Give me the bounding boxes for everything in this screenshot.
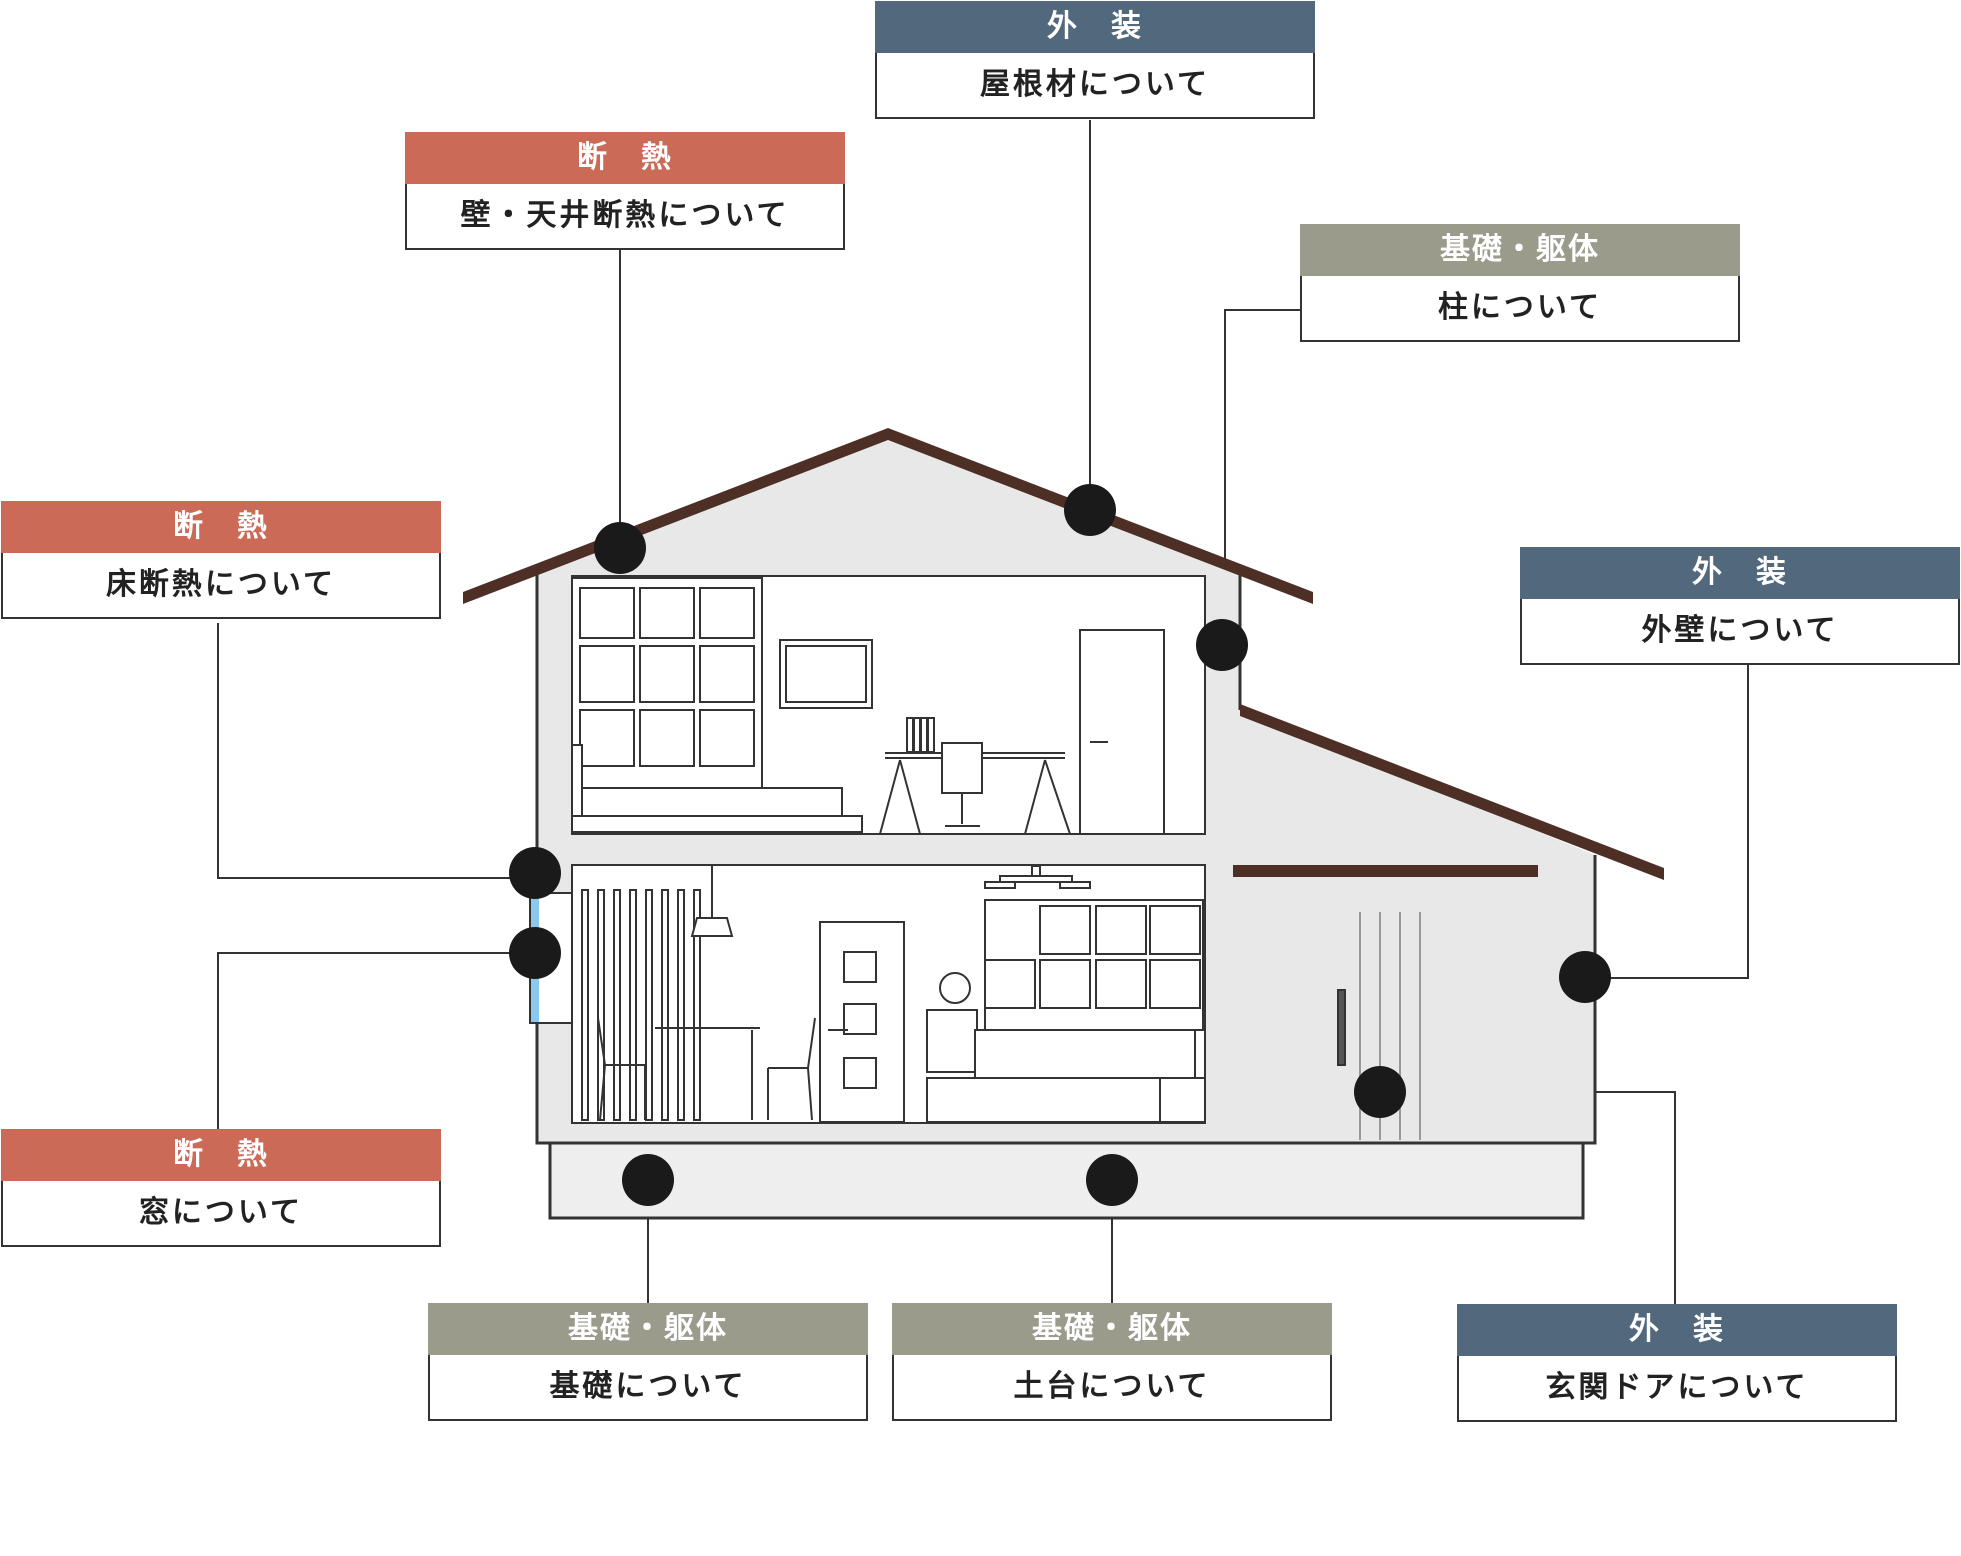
leader-lines xyxy=(217,120,1749,1305)
leader-floor-insulation xyxy=(217,623,535,879)
table-lamp xyxy=(939,972,971,1004)
markers xyxy=(509,484,1611,1206)
side-cabinet xyxy=(926,1009,978,1073)
marker-roof-material[interactable] xyxy=(1064,484,1116,536)
vertical-louvers xyxy=(581,889,701,1121)
label-title-window: 窓について xyxy=(1,1181,441,1247)
sofa-seat xyxy=(926,1077,1206,1123)
leader-window xyxy=(217,952,535,1130)
lower-room xyxy=(529,864,1206,1124)
desk-leg-right xyxy=(1024,759,1046,835)
label-pillar[interactable]: 基礎・躯体 柱について xyxy=(1300,224,1740,342)
bed xyxy=(579,787,843,817)
upper-room xyxy=(571,575,1206,835)
dining-chair-left xyxy=(597,1017,646,1121)
category-foundation: 基礎・躯体 xyxy=(1300,224,1740,276)
marker-entrance-door[interactable] xyxy=(1354,1066,1406,1118)
category-insulation: 断 熱 xyxy=(1,501,441,553)
category-insulation: 断 熱 xyxy=(1,1129,441,1181)
label-wall-ceiling-insulation[interactable]: 断 熱 壁・天井断熱について xyxy=(405,132,845,250)
label-title-exterior-wall: 外壁について xyxy=(1520,599,1960,665)
bed-headboard xyxy=(571,744,583,817)
marker-floor-insulation[interactable] xyxy=(509,847,561,899)
category-exterior: 外 装 xyxy=(1520,547,1960,599)
label-roof-material[interactable]: 外 装 屋根材について xyxy=(875,1,1315,119)
category-foundation: 基礎・躯体 xyxy=(428,1303,868,1355)
label-foundation[interactable]: 基礎・躯体 基礎について xyxy=(428,1303,868,1421)
label-exterior-wall[interactable]: 外 装 外壁について xyxy=(1520,547,1960,665)
label-title-floor-insulation: 床断熱について xyxy=(1,553,441,619)
entrance-door-handle xyxy=(1337,989,1346,1066)
desk-leg-left xyxy=(879,759,901,835)
bed-base xyxy=(571,815,863,833)
category-foundation: 基礎・躯体 xyxy=(892,1303,1332,1355)
upper-shelf-cells xyxy=(579,587,755,767)
marker-pillar[interactable] xyxy=(1196,619,1248,671)
sofa-back xyxy=(974,1029,1196,1079)
upper-door xyxy=(1079,629,1165,835)
label-title-entrance-door: 玄関ドアについて xyxy=(1457,1356,1897,1422)
label-title-pillar: 柱について xyxy=(1300,276,1740,342)
category-exterior: 外 装 xyxy=(1457,1304,1897,1356)
label-sill[interactable]: 基礎・躯体 土台について xyxy=(892,1303,1332,1421)
label-title-foundation: 基礎について xyxy=(428,1355,868,1421)
living-shelf-cells xyxy=(984,905,1201,1009)
marker-sill[interactable] xyxy=(1086,1154,1138,1206)
label-floor-insulation[interactable]: 断 熱 床断熱について xyxy=(1,501,441,619)
label-title-sill: 土台について xyxy=(892,1355,1332,1421)
marker-foundation[interactable] xyxy=(622,1154,674,1206)
lean-to-roof xyxy=(1240,704,1664,880)
desk-chair-back xyxy=(941,742,983,794)
eave-beam xyxy=(1233,865,1538,877)
foundation-block xyxy=(548,1141,1585,1220)
marker-window[interactable] xyxy=(509,927,561,979)
category-insulation: 断 熱 xyxy=(405,132,845,184)
marker-wall-ceiling[interactable] xyxy=(594,522,646,574)
leader-pillar xyxy=(1224,309,1300,645)
label-window[interactable]: 断 熱 窓について xyxy=(1,1129,441,1247)
label-title-wall-ceiling: 壁・天井断熱について xyxy=(405,184,845,250)
label-entrance-door[interactable]: 外 装 玄関ドアについて xyxy=(1457,1304,1897,1422)
marker-exterior-wall[interactable] xyxy=(1559,951,1611,1003)
wall-frame-picture-inner xyxy=(785,645,867,703)
label-title-roof-material: 屋根材について xyxy=(875,53,1315,119)
ceiling-light xyxy=(984,865,1091,889)
pendant-lamp xyxy=(690,917,734,937)
category-exterior: 外 装 xyxy=(875,1,1315,53)
books xyxy=(906,717,935,753)
dining-chair-right xyxy=(767,1017,816,1121)
leader-exterior-wall xyxy=(1588,665,1749,979)
